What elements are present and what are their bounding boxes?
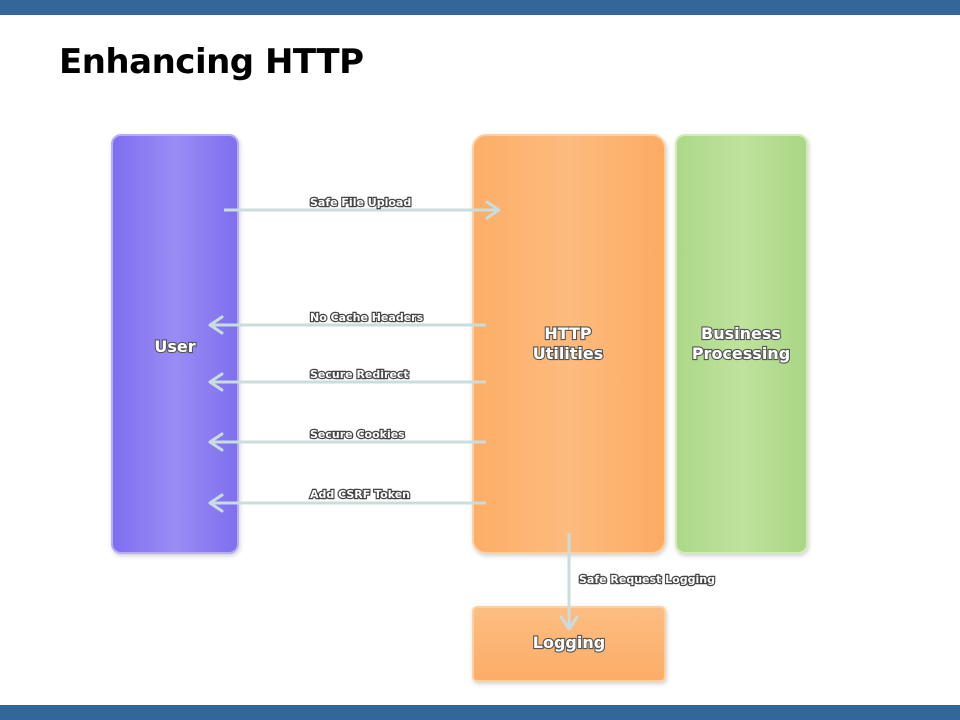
arrow-no-cache-headers: No Cache Headers xyxy=(208,310,486,335)
arrow-left-icon xyxy=(208,493,224,513)
arrow-left-icon xyxy=(208,432,224,452)
arrow-add-csrf-token: Add CSRF Token xyxy=(208,487,486,513)
business-processing-box: Business Processing xyxy=(675,134,808,554)
arrow-safe-request-logging: Safe Request Logging xyxy=(559,533,716,631)
top-band xyxy=(0,0,960,15)
user-label: User xyxy=(154,337,195,356)
logging-label: Logging xyxy=(533,633,605,652)
business-processing-box-shape xyxy=(675,134,808,554)
arrow-safe-file-upload: Safe File Upload xyxy=(224,195,501,220)
user-box-shape xyxy=(111,134,239,554)
arrow-secure-cookies: Secure Cookies xyxy=(208,427,486,452)
arrow-safe-request-logging-label: Safe Request Logging xyxy=(579,573,715,586)
business-processing-label-line1: Business xyxy=(701,324,781,343)
http-utilities-label-line1: HTTP xyxy=(544,324,592,343)
arrow-down-icon xyxy=(559,615,579,631)
arrow-left-icon xyxy=(208,372,224,392)
slide-title: Enhancing HTTP xyxy=(59,42,364,82)
arrow-no-cache-headers-label: No Cache Headers xyxy=(310,311,424,324)
arrow-right-icon xyxy=(485,200,501,220)
http-utilities-box: HTTP Utilities xyxy=(472,134,666,554)
arrow-safe-file-upload-label: Safe File Upload xyxy=(310,196,411,209)
arrow-secure-cookies-label: Secure Cookies xyxy=(310,428,405,441)
business-processing-label-line2: Processing xyxy=(692,344,790,363)
arrow-secure-redirect: Secure Redirect xyxy=(208,367,486,392)
arrow-left-icon xyxy=(208,315,224,335)
arrow-add-csrf-token-label: Add CSRF Token xyxy=(310,488,410,501)
bottom-band xyxy=(0,705,960,720)
logging-box: Logging xyxy=(472,606,666,682)
user-box: User xyxy=(111,134,239,554)
http-utilities-label-line2: Utilities xyxy=(533,344,604,363)
arrow-secure-redirect-label: Secure Redirect xyxy=(310,368,409,381)
